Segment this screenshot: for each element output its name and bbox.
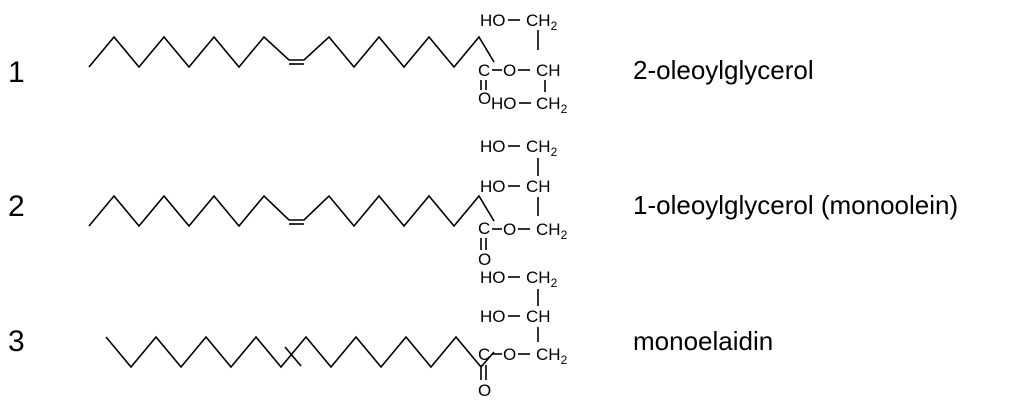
carbonyl-oxygen: O [478,89,491,108]
glycerol-bottom-carbon: CH2 [536,220,568,242]
glycerol-bottom-group: O [503,220,516,239]
glycerol-top-group: HO [480,268,506,287]
glycerol-bottom-group: O [503,345,516,364]
glycerol-top-group: HO [480,137,506,156]
glycerol-top-carbon: CH2 [526,268,558,290]
carbonyl-oxygen: O [478,381,491,400]
carbonyl-carbon: C [478,61,490,80]
glycerol-top-carbon: CH2 [526,11,558,33]
molecule-name: 2-oleoylglycerol [633,55,814,85]
glycerol-middle-carbon: CH [526,177,551,196]
carbonyl-oxygen: O [478,250,491,269]
hydrocarbon-chain [88,35,495,69]
molecule-3: 3 C O HO CH2 HO CH O CH2 monoelaidin [8,268,773,400]
carbonyl-carbon: C [478,219,490,238]
glycerol-middle-group: HO [480,307,506,326]
glycerol-bottom-group: HO [491,94,517,113]
molecule-number: 1 [8,56,25,89]
glycerol-middle-carbon: CH [536,61,561,80]
molecule-number: 2 [8,190,25,223]
molecule-number: 3 [8,325,25,358]
glycerol-top-group: HO [480,11,506,30]
glycerol-middle-carbon: CH [526,307,551,326]
glycerol-top-carbon: CH2 [526,137,558,159]
hydrocarbon-chain [88,194,495,228]
molecule-2: 2 C O HO CH2 HO CH O CH2 1-oleoylglycero… [8,137,958,269]
carbonyl-carbon: C [478,345,490,364]
glycerol-bottom-carbon: CH2 [536,94,568,116]
trans-double-bond-line [284,346,302,367]
glycerol-middle-group: O [503,61,516,80]
glycerol-middle-group: HO [480,177,506,196]
molecule-name: monoelaidin [633,326,773,356]
hydrocarbon-chain [105,335,495,369]
molecule-name: 1-oleoylglycerol (monoolein) [633,190,958,220]
glycerol-bottom-carbon: CH2 [536,345,568,367]
molecule-1: 1 C O HO CH2 O CH HO CH2 2-oleoylglycero… [8,11,814,116]
